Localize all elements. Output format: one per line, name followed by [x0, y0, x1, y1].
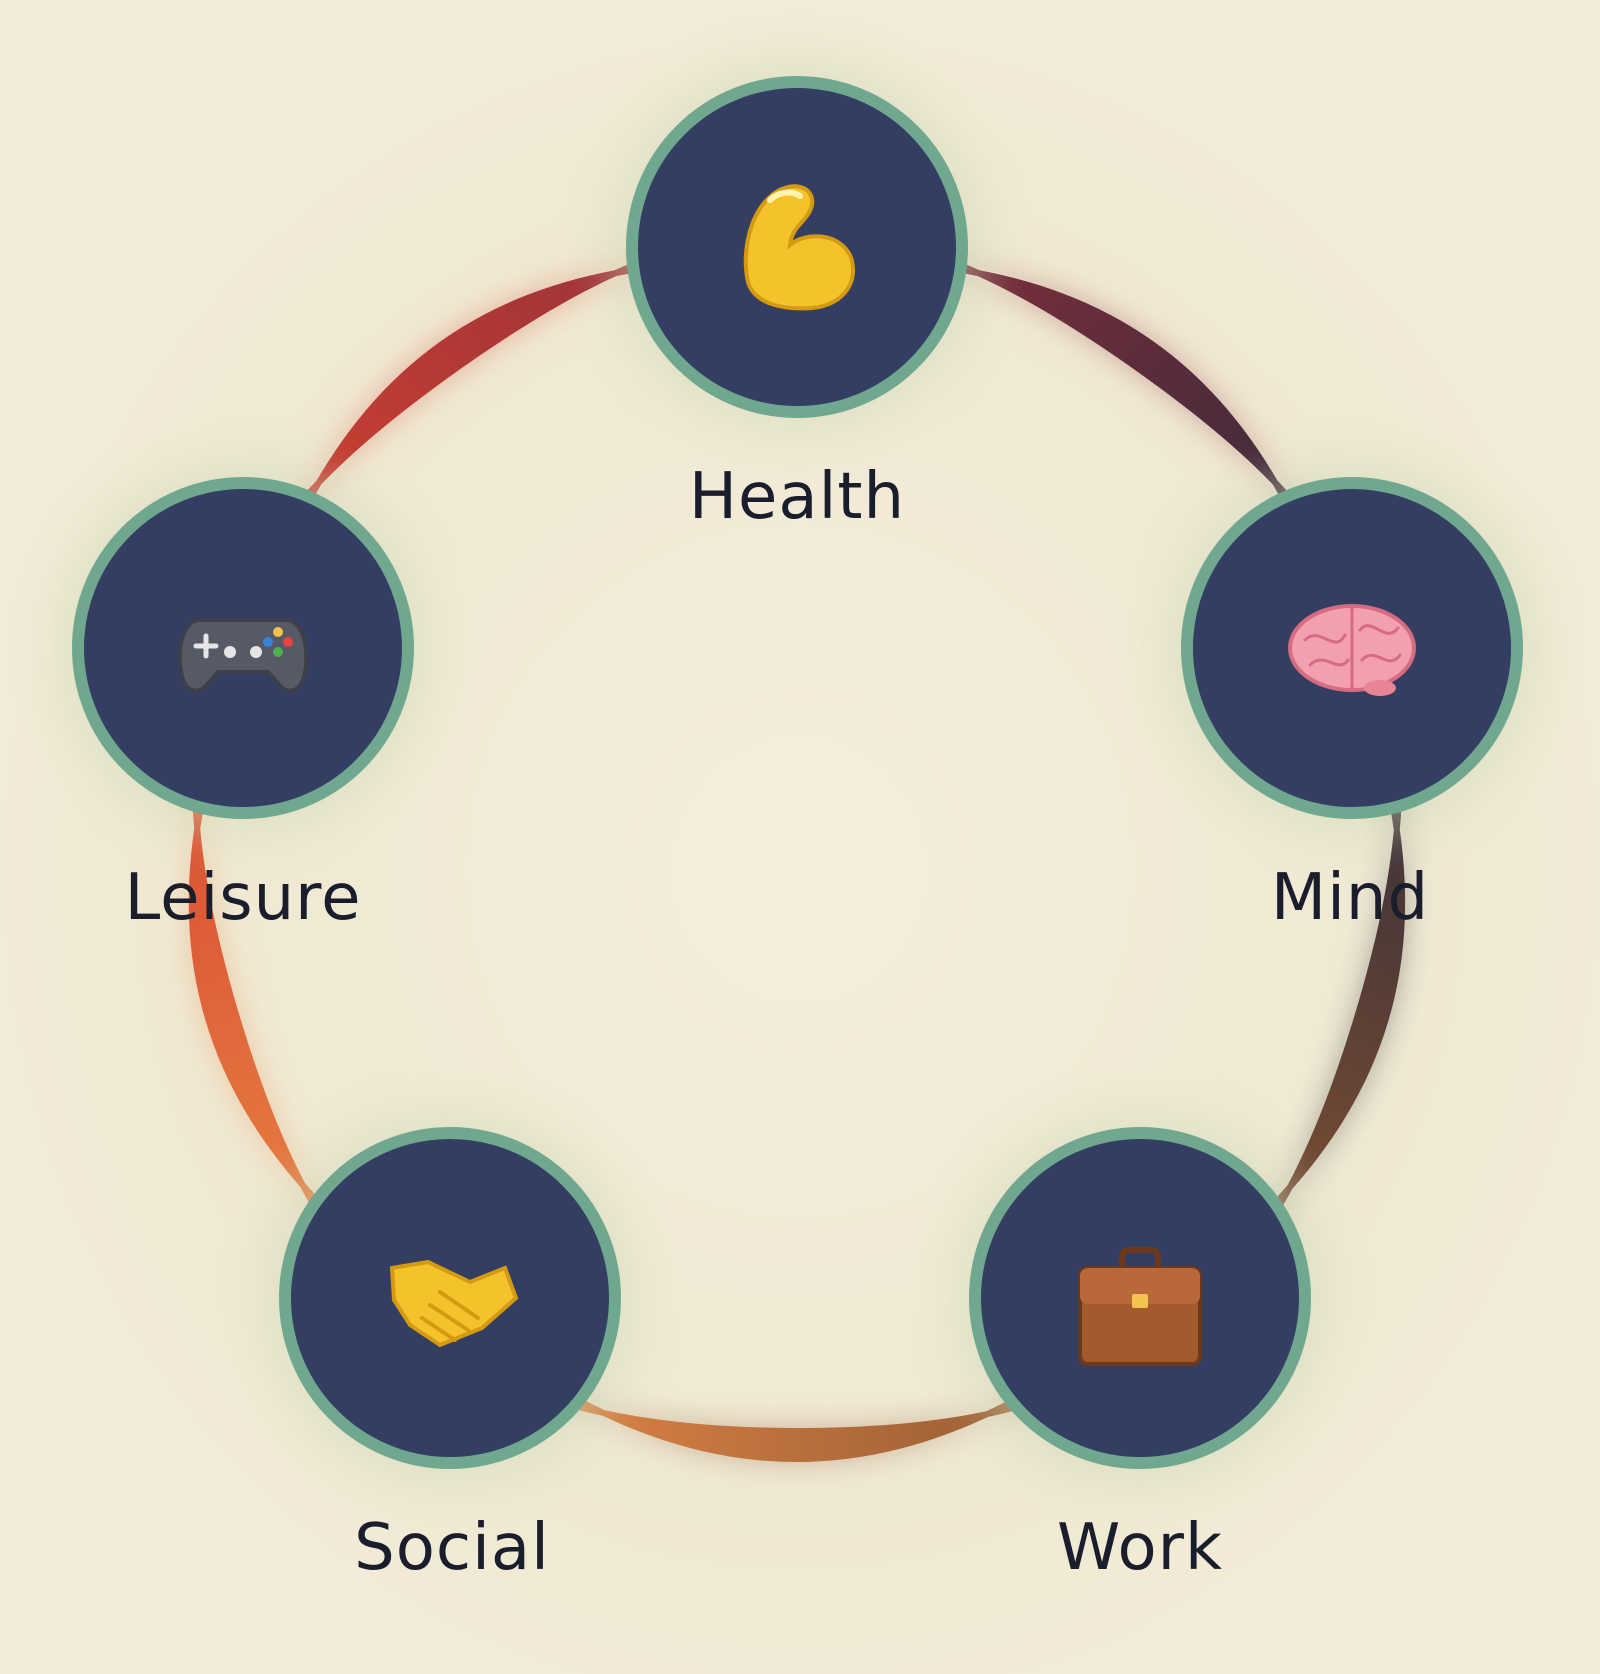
node-health[interactable]	[607, 57, 987, 437]
ribbon-work-social	[421, 1307, 1170, 1462]
flexed-biceps-icon	[743, 184, 856, 311]
node-label-work: Work	[1056, 1511, 1224, 1585]
node-mind[interactable]	[1162, 458, 1542, 838]
node-label-social: Social	[354, 1511, 550, 1585]
brain-icon	[1288, 604, 1416, 696]
game-controller-icon	[177, 618, 309, 693]
node-social[interactable]	[260, 1108, 640, 1488]
handshake-icon	[389, 1259, 519, 1348]
ribbon-health-mind	[797, 228, 1379, 650]
node-label-health: Health	[688, 460, 906, 534]
node-label-mind: Mind	[1270, 861, 1430, 935]
briefcase-icon	[1078, 1247, 1202, 1366]
ribbon-leisure-health	[215, 228, 798, 650]
node-work[interactable]	[950, 1108, 1330, 1488]
node-leisure[interactable]	[53, 458, 433, 838]
node-label-leisure: Leisure	[124, 861, 362, 935]
